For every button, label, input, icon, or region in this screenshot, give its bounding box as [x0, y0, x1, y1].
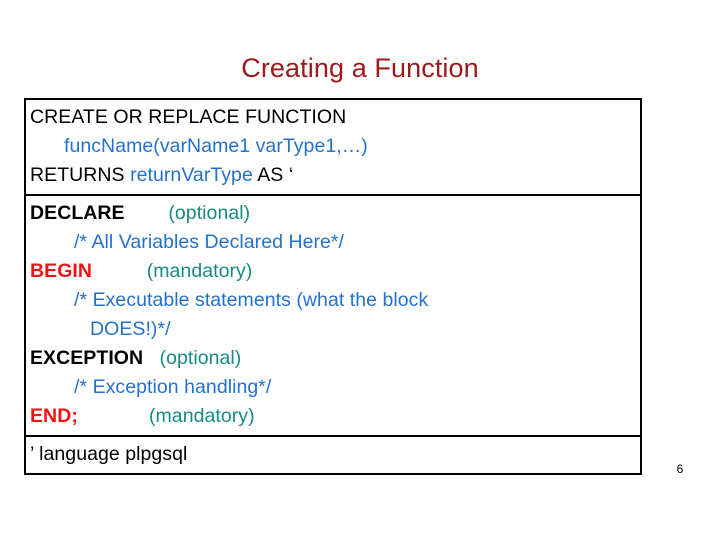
code-token: DOES!)*/: [90, 318, 171, 340]
code-token: [125, 202, 169, 224]
code-line-exec-comment-1: /* Executable statements (what the block: [30, 286, 640, 315]
code-token: [143, 347, 159, 369]
code-token: CREATE OR REPLACE FUNCTION: [30, 106, 347, 128]
page-title: Creating a Function: [241, 53, 479, 83]
code-line-declare-comment: /* All Variables Declared Here*/: [30, 228, 640, 257]
code-token: [78, 405, 149, 427]
code-line-create: CREATE OR REPLACE FUNCTION: [30, 103, 640, 132]
code-block-footer-row: ’ language plpgsql: [26, 435, 640, 473]
code-token: (optional): [168, 202, 251, 224]
code-line-exception-comment: /* Exception handling*/: [30, 373, 640, 402]
code-line-returns: RETURNS returnVarType AS ‘: [30, 161, 640, 190]
code-token: RETURNS: [30, 164, 131, 186]
code-line-exception: EXCEPTION (optional): [30, 344, 640, 373]
code-block-body-row: DECLARE (optional) /* All Variables Decla…: [26, 194, 640, 435]
code-token: DECLARE: [30, 202, 125, 224]
code-line-exec-comment-2: DOES!)*/: [30, 315, 640, 344]
code-block-header-row: CREATE OR REPLACE FUNCTION funcName(varNa…: [26, 100, 640, 194]
slide-page-number: 6: [676, 462, 684, 476]
code-line-begin: BEGIN (mandatory): [30, 257, 640, 286]
code-line-declare: DECLARE (optional): [30, 199, 640, 228]
code-token: ’ language plpgsql: [30, 443, 188, 465]
code-token: /* All Variables Declared Here*/: [74, 231, 345, 253]
code-token: returnVarType: [130, 164, 253, 186]
code-token: funcName(varName1 varType1,…): [64, 135, 368, 157]
code-token: /* Exception handling*/: [74, 376, 272, 398]
code-token: [92, 260, 147, 282]
code-token: (optional): [159, 347, 242, 369]
code-token: END;: [30, 405, 78, 427]
code-token: (mandatory): [146, 260, 253, 282]
code-line-end: END; (mandatory): [30, 402, 640, 431]
code-line-language: ’ language plpgsql: [30, 440, 640, 469]
code-token: /* Executable statements (what the block: [74, 289, 429, 311]
code-token: BEGIN: [30, 260, 93, 282]
code-syntax-table: CREATE OR REPLACE FUNCTION funcName(varNa…: [24, 98, 642, 475]
code-token: AS ‘: [252, 164, 294, 186]
code-token: EXCEPTION: [30, 347, 144, 369]
code-token: (mandatory): [148, 405, 255, 427]
code-line-funcname: funcName(varName1 varType1,…): [30, 132, 640, 161]
